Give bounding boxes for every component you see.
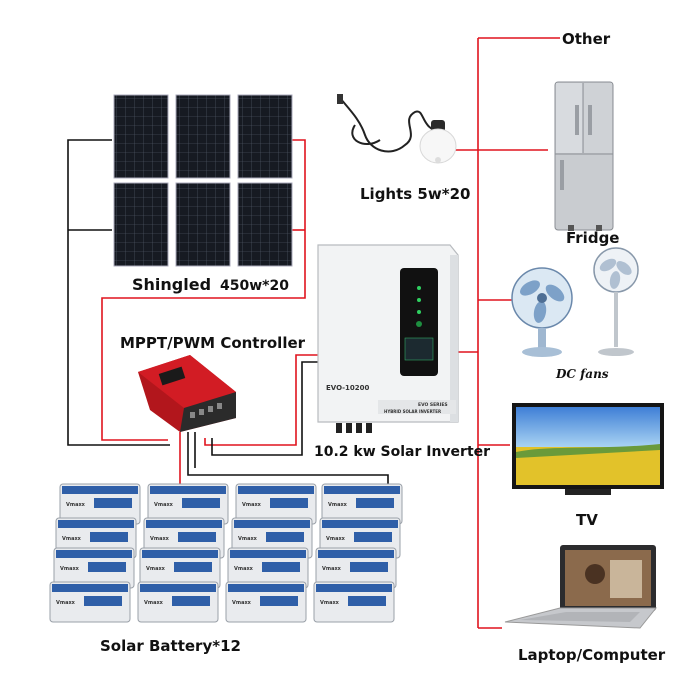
battery-icon: Vmaxx [313,581,395,623]
battery-icon: Vmaxx [49,581,131,623]
battery-brand-text: Vmaxx [238,536,258,542]
solar-panel-icon [113,182,169,267]
battery-brand-text: Vmaxx [60,566,80,572]
battery-brand-text: Vmaxx [242,502,262,508]
battery-brand-text: Vmaxx [328,502,348,508]
solar-panel-icon [237,94,293,179]
inverter-model-text: EVO-10200 [326,384,370,392]
inverter-type-text: HYBRID SOLAR INVERTER [384,409,441,414]
label-shingled: Shingled [132,275,211,294]
fridge-icon [554,81,614,231]
label-laptop: Laptop/Computer [518,646,666,664]
panel-positive-wire [101,139,306,441]
panel-negative-wire [67,139,170,446]
label-tv: TV [576,511,598,529]
battery-brand-text: Vmaxx [66,502,86,508]
label-dc-fans: DC fans [555,367,609,381]
controller-inverter-black [211,361,318,456]
controller-inverter-red [204,354,318,446]
battery-icon: Vmaxx [235,483,317,525]
label-fridge: Fridge [566,229,619,247]
controller-battery-black [187,432,389,492]
label-controller: MPPT/PWM Controller [120,334,306,352]
battery-icon: Vmaxx [139,547,221,589]
label-other: Other [562,30,611,48]
inverter-icon: EVO-10200 EVO SERIES HYBRID SOLAR INVERT… [317,244,459,433]
battery-icon: Vmaxx [137,581,219,623]
solar-panel-icon [237,182,293,267]
fan-icon [593,247,639,356]
battery-icon: Vmaxx [225,581,307,623]
inverter-series-text: EVO SERIES [418,402,448,408]
solar-panel-icon [175,94,231,179]
controller-icon [138,355,236,432]
bulb-icon [337,94,457,164]
battery-brand-text: Vmaxx [154,502,174,508]
solar-panel-icon [175,182,231,267]
battery-icon: Vmaxx [321,483,403,525]
label-inverter: 10.2 kw Solar Inverter [314,444,490,460]
label-battery: Solar Battery*12 [100,637,241,655]
battery-icon: Vmaxx [147,483,229,525]
battery-icon: Vmaxx [315,547,397,589]
label-lights: Lights 5w*20 [360,185,470,203]
battery-brand-text: Vmaxx [150,536,170,542]
battery-brand-text: Vmaxx [144,600,164,606]
solar-panel-array [113,94,293,267]
battery-brand-text: Vmaxx [320,600,340,606]
battery-brand-text: Vmaxx [56,600,76,606]
battery-brand-text: Vmaxx [234,566,254,572]
solar-panel-icon [113,94,169,179]
label-panel-power: 450w*20 [220,278,289,294]
battery-brand-text: Vmaxx [146,566,166,572]
battery-brand-text: Vmaxx [62,536,82,542]
tv-icon [512,403,664,495]
battery-icon: Vmaxx [59,483,141,525]
battery-brand-text: Vmaxx [232,600,252,606]
laptop-icon [504,545,658,629]
fan-icon [511,267,573,357]
battery-brand-text: Vmaxx [322,566,342,572]
battery-brand-text: Vmaxx [326,536,346,542]
